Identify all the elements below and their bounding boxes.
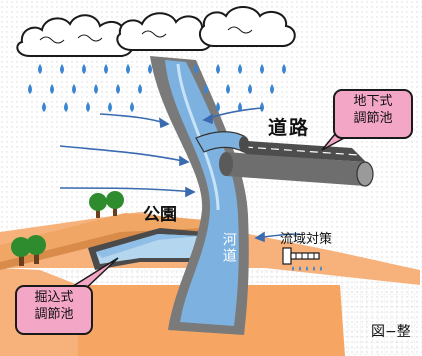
callout-line: 掘込式 <box>34 290 74 305</box>
rain-drop <box>42 102 46 112</box>
rain-drop <box>248 84 252 94</box>
road-surface <box>232 140 366 162</box>
rain-drops <box>28 64 286 112</box>
rain-drop <box>226 84 230 94</box>
infiltration-device-icon <box>282 247 322 271</box>
rain-drop <box>282 64 286 74</box>
clouds <box>16 6 296 57</box>
callout-line: 調節池 <box>34 306 74 322</box>
park-label: 公園 <box>143 205 177 225</box>
tree-icon <box>11 237 31 266</box>
rain-drop <box>104 64 108 74</box>
inflow-pipe <box>195 131 249 153</box>
rain-drop <box>86 102 90 112</box>
rain-drop <box>260 102 264 112</box>
rain-drop <box>72 84 76 94</box>
underground-detention-callout: 地下式 調節池 <box>333 89 413 139</box>
rain-drop <box>138 84 142 94</box>
flow-arrows <box>59 107 301 243</box>
tree-icon <box>26 235 46 264</box>
excavated-detention-callout: 掘込式 調節池 <box>15 285 93 335</box>
rain-drop <box>126 64 130 74</box>
rain-drop <box>194 64 198 74</box>
river-label: 河道 <box>220 232 237 264</box>
callout-line: 調節池 <box>353 110 393 126</box>
rain-drop <box>82 64 86 74</box>
rain-drop <box>216 64 220 74</box>
road-label: 道路 <box>268 117 311 139</box>
rain-drop <box>94 84 98 94</box>
rain-drop <box>50 84 54 94</box>
rain-drop <box>238 102 242 112</box>
callout-line: 地下式 <box>353 94 393 109</box>
rain-drop <box>38 64 42 74</box>
tree-icon <box>89 193 107 218</box>
rain-drop <box>28 84 32 94</box>
rain-drop <box>216 102 220 112</box>
figure-caption: 図−整 <box>371 324 411 340</box>
rain-drop <box>270 84 274 94</box>
cloud-swirls <box>39 26 253 44</box>
rain-drop <box>260 64 264 74</box>
rain-drop <box>64 102 68 112</box>
rain-drop <box>148 64 152 74</box>
tree-icon <box>106 191 124 216</box>
underground-pipe <box>219 152 374 187</box>
rain-drop <box>130 102 134 112</box>
trees <box>11 191 124 266</box>
rain-drop <box>116 84 120 94</box>
rain-drop <box>204 84 208 94</box>
rain-drop <box>108 102 112 112</box>
basin-measures-label: 流域対策 <box>280 232 333 247</box>
rain-drop <box>238 64 242 74</box>
rain-drop <box>60 64 64 74</box>
